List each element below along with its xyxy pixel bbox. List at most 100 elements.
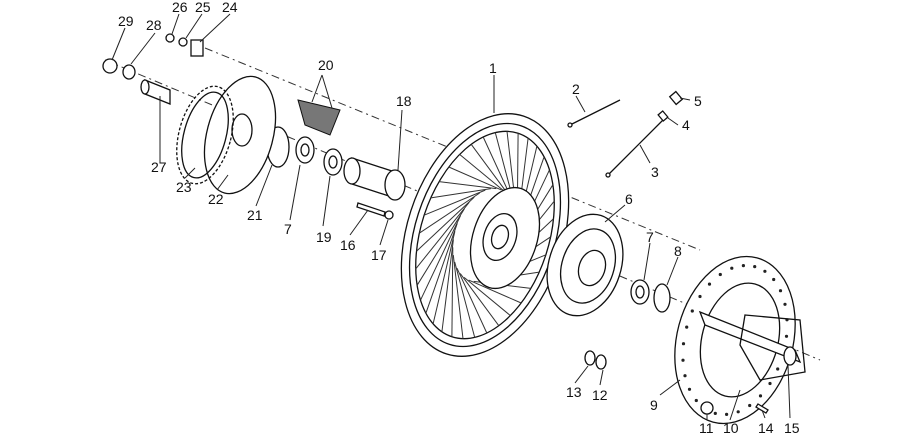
bolt-14 bbox=[755, 403, 769, 414]
washer-19 bbox=[323, 148, 343, 176]
callout-14: 14 bbox=[758, 420, 774, 436]
nut-17 bbox=[384, 210, 394, 220]
spoke-line bbox=[439, 181, 497, 190]
disc-hole bbox=[768, 381, 772, 386]
disc-hole bbox=[685, 325, 689, 329]
spoke-line bbox=[416, 208, 465, 286]
callout-7-left: 7 bbox=[284, 221, 292, 237]
disc-hole bbox=[763, 269, 767, 273]
callout-4: 4 bbox=[682, 117, 690, 133]
callout-24: 24 bbox=[222, 0, 238, 15]
disc-hole bbox=[741, 264, 746, 268]
callout-28: 28 bbox=[146, 17, 162, 33]
bush-27 bbox=[140, 79, 171, 105]
rubber-damper bbox=[297, 99, 341, 136]
washer-13 bbox=[584, 350, 596, 366]
disc-hole bbox=[758, 394, 763, 398]
callout-3: 3 bbox=[651, 164, 659, 180]
callout-2: 2 bbox=[572, 81, 580, 97]
disc-hole bbox=[681, 342, 686, 346]
disc-hole bbox=[718, 272, 722, 277]
nut-26 bbox=[165, 33, 175, 43]
callout-22: 22 bbox=[208, 191, 224, 207]
spoke-line bbox=[415, 201, 470, 270]
callout-29: 29 bbox=[118, 13, 134, 29]
disc-hole bbox=[707, 282, 712, 286]
tab-washer-24 bbox=[190, 39, 204, 57]
spoke-line bbox=[463, 277, 511, 316]
callout-8: 8 bbox=[674, 243, 682, 259]
disc-hole bbox=[778, 289, 783, 293]
disc-hole bbox=[713, 411, 717, 415]
spoke-line bbox=[468, 279, 522, 304]
callout-16: 16 bbox=[340, 237, 356, 253]
spoke-3 bbox=[607, 117, 666, 176]
disc-hole bbox=[783, 302, 787, 306]
nut-11 bbox=[700, 401, 714, 415]
disc-hole bbox=[690, 309, 694, 313]
spoke-line bbox=[452, 255, 464, 339]
callout-25: 25 bbox=[195, 0, 211, 15]
disc-hole bbox=[784, 334, 789, 338]
spoke-line bbox=[459, 154, 507, 193]
spoke-line bbox=[432, 231, 456, 325]
disc-hole bbox=[772, 277, 776, 282]
callout-6: 6 bbox=[625, 191, 633, 207]
spoke-line bbox=[420, 215, 461, 301]
callout-19: 19 bbox=[316, 229, 332, 245]
washer-25 bbox=[178, 37, 188, 47]
callout-5: 5 bbox=[694, 93, 702, 109]
spoke-line bbox=[451, 247, 454, 337]
hub-carrier bbox=[546, 213, 624, 317]
spoke-line bbox=[430, 188, 491, 199]
spoke-line bbox=[425, 223, 458, 314]
spoke-line bbox=[459, 273, 500, 326]
bolt-16 bbox=[356, 202, 386, 217]
spoke-line bbox=[456, 267, 488, 334]
disc-hole bbox=[730, 266, 734, 270]
nipple-5 bbox=[668, 90, 684, 106]
callout-labels: 1 2 3 4 5 6 7 8 9 10 11 12 13 14 15 16 1… bbox=[118, 0, 800, 436]
disc-hole bbox=[725, 412, 729, 416]
spoked-wheel bbox=[400, 113, 570, 357]
upper-axis-line bbox=[204, 47, 701, 251]
callout-9: 9 bbox=[650, 397, 658, 413]
seal-ring bbox=[653, 283, 671, 313]
spoke-line bbox=[419, 192, 480, 234]
bearing-left bbox=[295, 136, 315, 164]
disc-hole bbox=[776, 367, 780, 371]
callout-10: 10 bbox=[723, 420, 739, 436]
washer-12 bbox=[595, 354, 607, 370]
axle-carrier bbox=[698, 310, 806, 381]
disc-hole bbox=[698, 294, 702, 299]
spoke-line bbox=[470, 144, 511, 197]
disc-hole bbox=[753, 265, 757, 269]
spoke-line bbox=[441, 239, 454, 332]
leader-lines bbox=[111, 13, 791, 421]
callout-12: 12 bbox=[592, 387, 608, 403]
spoke-line bbox=[423, 189, 486, 216]
callout-18: 18 bbox=[396, 93, 412, 109]
callout-20: 20 bbox=[318, 57, 334, 73]
callout-15: 15 bbox=[784, 420, 800, 436]
disc-hole bbox=[694, 398, 698, 403]
spoke-line bbox=[454, 261, 476, 338]
disc-hole bbox=[681, 358, 685, 362]
spoke-2 bbox=[569, 99, 621, 126]
spacer-18 bbox=[343, 157, 406, 201]
callout-23: 23 bbox=[176, 179, 192, 195]
callout-1: 1 bbox=[489, 60, 497, 76]
spoke-line bbox=[448, 166, 502, 191]
disc-hole bbox=[736, 410, 740, 414]
disc-hole bbox=[748, 403, 752, 408]
sprocket bbox=[176, 85, 234, 185]
callout-21: 21 bbox=[247, 207, 263, 223]
washer-28 bbox=[122, 64, 136, 80]
bearing-right bbox=[630, 279, 650, 305]
callout-11: 11 bbox=[699, 420, 714, 436]
spoke-line bbox=[416, 196, 475, 252]
disc-hole bbox=[683, 374, 687, 378]
disc-hole bbox=[687, 387, 692, 391]
nipple-4 bbox=[657, 110, 669, 122]
